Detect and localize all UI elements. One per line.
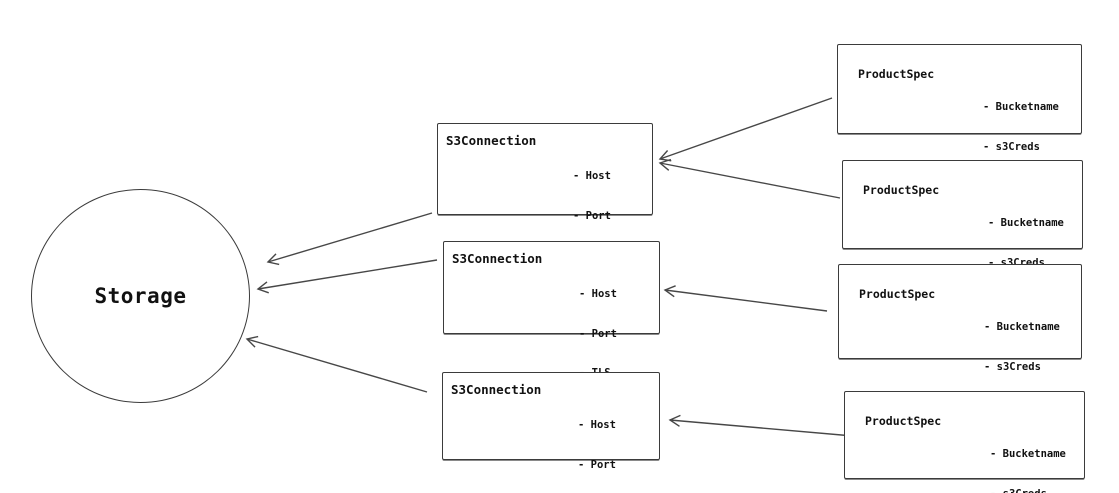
product-spec-1-attributes: - Bucketname - s3Creds bbox=[983, 75, 1059, 180]
arrow-product-spec-2-to-s3-connection-1 bbox=[658, 158, 841, 199]
node-storage[interactable]: Storage bbox=[31, 189, 250, 403]
node-product-spec-2[interactable]: ProductSpec - Bucketname - s3Creds bbox=[842, 160, 1083, 269]
product-spec-1-title: ProductSpec bbox=[858, 67, 935, 81]
attribute-s3creds: - s3Creds bbox=[984, 360, 1041, 373]
s3-connection-2-title: S3Connection bbox=[452, 251, 543, 266]
s3-connection-1-title: S3Connection bbox=[446, 133, 537, 148]
attribute-host: - Host bbox=[578, 419, 616, 432]
attribute-bucketname: - Bucketname bbox=[990, 448, 1066, 461]
node-product-spec-3[interactable]: ProductSpec - Bucketname - s3Creds bbox=[838, 264, 1082, 373]
s3-connection-3-title: S3Connection bbox=[451, 382, 542, 397]
arrow-s3-connection-3-to-storage bbox=[245, 335, 428, 393]
storage-label: Storage bbox=[94, 284, 187, 308]
attribute-s3creds: - s3Creds bbox=[983, 140, 1040, 153]
attribute-port: - Port bbox=[579, 327, 617, 340]
product-spec-4-title: ProductSpec bbox=[865, 414, 942, 428]
arrow-s3-connection-1-to-storage bbox=[266, 212, 433, 266]
arrow-product-spec-1-to-s3-connection-1 bbox=[658, 97, 833, 162]
node-product-spec-1[interactable]: ProductSpec - Bucketname - s3Creds bbox=[837, 44, 1082, 153]
attribute-bucketname: - Bucketname bbox=[983, 101, 1059, 114]
attribute-host: - Host bbox=[573, 170, 611, 183]
product-spec-2-title: ProductSpec bbox=[863, 183, 940, 197]
arrow-product-spec-4-to-s3-connection-3 bbox=[668, 414, 854, 437]
attribute-bucketname: - Bucketname bbox=[988, 217, 1064, 230]
attribute-bucketname: - Bucketname bbox=[984, 321, 1060, 334]
attribute-port: - Port bbox=[573, 209, 611, 222]
product-spec-3-attributes: - Bucketname - s3Creds bbox=[984, 295, 1060, 400]
node-s3-connection-2[interactable]: S3Connection - Host - Port - TLS bbox=[443, 241, 660, 379]
s3-connection-3-attributes: - Host - Port - TLS bbox=[578, 393, 616, 493]
product-spec-3-title: ProductSpec bbox=[859, 287, 936, 301]
node-product-spec-4[interactable]: ProductSpec - Bucketname - s3Creds bbox=[844, 391, 1085, 493]
arrow-s3-connection-2-to-storage bbox=[256, 259, 438, 294]
attribute-port: - Port bbox=[578, 458, 616, 471]
arrow-product-spec-3-to-s3-connection-2 bbox=[663, 285, 828, 312]
attribute-s3creds: - s3Creds bbox=[990, 488, 1066, 493]
product-spec-4-attributes: - Bucketname - s3Creds bbox=[990, 422, 1066, 493]
attribute-host: - Host bbox=[579, 288, 617, 301]
node-s3-connection-1[interactable]: S3Connection - Host - Port - TLS bbox=[437, 123, 653, 261]
node-s3-connection-3[interactable]: S3Connection - Host - Port - TLS bbox=[442, 372, 660, 471]
